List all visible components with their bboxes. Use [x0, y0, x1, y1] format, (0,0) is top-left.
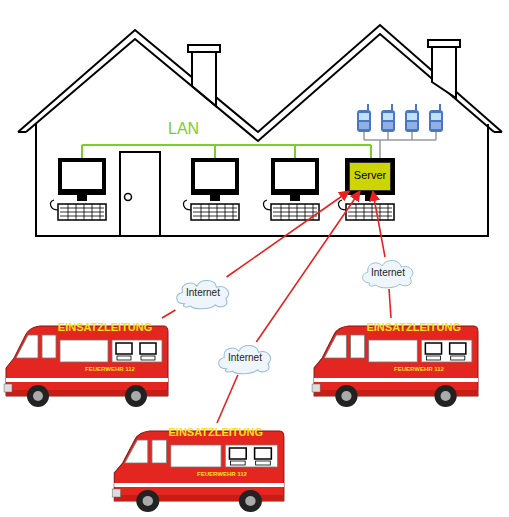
cloud-label: Internet	[172, 287, 234, 298]
vehicle-title: EINSATZLEITUNG	[366, 321, 461, 333]
server-label: Server	[350, 169, 390, 181]
vehicle-marking: FEUERWEHR 112	[197, 471, 247, 477]
server-screen: Server	[349, 162, 391, 191]
network-link	[373, 191, 385, 257]
network-link	[256, 191, 360, 342]
vehicle-marking: FEUERWEHR 112	[85, 366, 135, 372]
house-outline	[18, 25, 502, 236]
door-knob	[125, 194, 132, 201]
network-link	[217, 375, 238, 423]
phone-icon	[357, 104, 443, 132]
vehicle-title: EINSATZLEITUNG	[169, 426, 264, 438]
command-vehicle: EINSATZLEITUNG FEUERWEHR 112	[108, 423, 286, 515]
network-link	[389, 289, 391, 318]
internet-cloud: Internet	[214, 342, 276, 375]
command-vehicle: EINSATZLEITUNG FEUERWEHR 112	[0, 318, 170, 410]
network-label: LAN	[168, 120, 199, 138]
workstation-icon	[51, 158, 395, 220]
door	[120, 152, 160, 236]
network-link	[162, 310, 175, 318]
internet-cloud: Internet	[172, 277, 234, 310]
command-vehicle: EINSATZLEITUNG FEUERWEHR 112	[308, 318, 480, 410]
internet-cloud: Internet	[358, 257, 418, 289]
vehicle-title: EINSATZLEITUNG	[58, 321, 153, 333]
lan-cable	[82, 145, 371, 160]
phone-cable	[364, 131, 436, 160]
cloud-label: Internet	[358, 267, 418, 278]
chimney	[188, 40, 460, 106]
cloud-label: Internet	[214, 352, 276, 363]
vehicle-marking: FEUERWEHR 112	[394, 366, 444, 372]
